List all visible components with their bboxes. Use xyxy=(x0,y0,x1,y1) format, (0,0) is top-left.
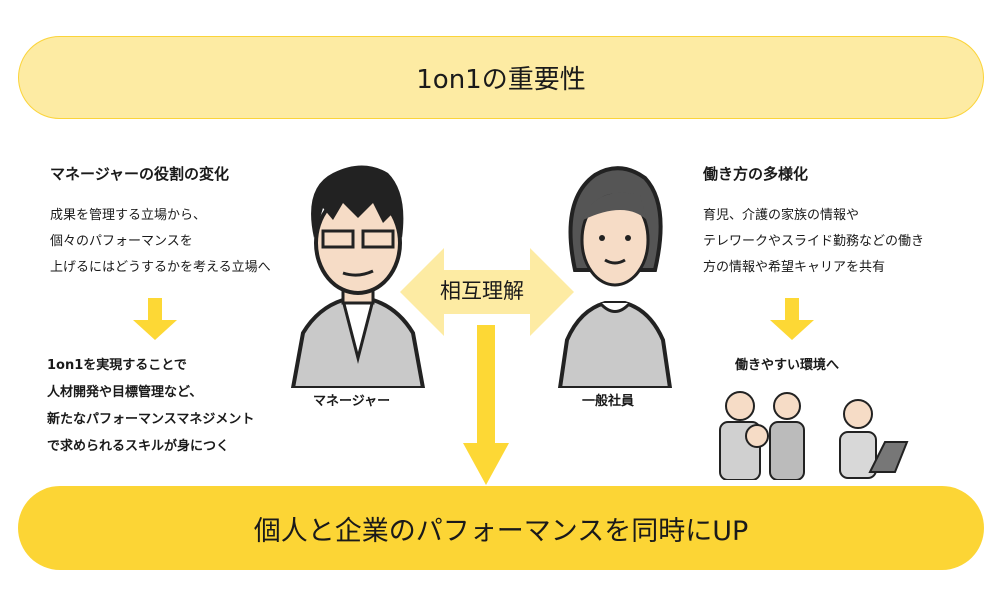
mutual-understanding-label: 相互理解 xyxy=(440,279,524,303)
conclusion-banner: 個人と企業のパフォーマンスを同時にUP xyxy=(18,486,984,570)
manager-label: マネージャー xyxy=(313,394,391,409)
double-arrow-icon xyxy=(400,248,574,336)
manager-illustration xyxy=(290,165,426,388)
manager-result: 1on1を実現することで 人材開発や目標管理など、 新たなパフォーマンスマネジメ… xyxy=(47,352,254,460)
conclusion: 個人と企業のパフォーマンスを同時にUP xyxy=(253,515,749,547)
text-line: 育児、介護の家族の情報や xyxy=(703,208,860,223)
text-line: で求められるスキルが身につく xyxy=(47,439,230,454)
down-arrow-icon xyxy=(133,298,177,340)
text-line: 方の情報や希望キャリアを共有 xyxy=(703,260,886,275)
text-line: 1on1を実現することで xyxy=(47,358,187,373)
text-line: 成果を管理する立場から、 xyxy=(50,208,207,223)
text-line: テレワークやスライド勤務などの働き xyxy=(703,234,925,249)
text-line: 上げるにはどうするかを考える立場へ xyxy=(50,260,271,275)
employee-label: 一般社員 xyxy=(582,394,635,409)
title-banner: 1on1の重要性 xyxy=(18,36,984,119)
title: 1on1の重要性 xyxy=(416,65,586,95)
text-line: 新たなパフォーマンスマネジメント xyxy=(47,412,255,427)
employee-description: 育児、介護の家族の情報や テレワークやスライド勤務などの働き 方の情報や希望キャ… xyxy=(703,203,924,281)
employee-result: 働きやすい環境へ xyxy=(735,358,840,373)
employee-heading: 働き方の多様化 xyxy=(703,165,809,183)
down-arrow-icon xyxy=(770,298,814,340)
text-line: 個々のパフォーマンスを xyxy=(50,234,193,249)
manager-description: 成果を管理する立場から、 個々のパフォーマンスを 上げるにはどうするかを考える立… xyxy=(50,203,271,281)
employee-illustration xyxy=(557,166,673,388)
family-and-telework-illustration xyxy=(719,391,909,480)
text-line: 人材開発や目標管理など、 xyxy=(47,385,203,400)
down-arrow-icon xyxy=(463,325,509,485)
manager-heading: マネージャーの役割の変化 xyxy=(50,165,229,183)
